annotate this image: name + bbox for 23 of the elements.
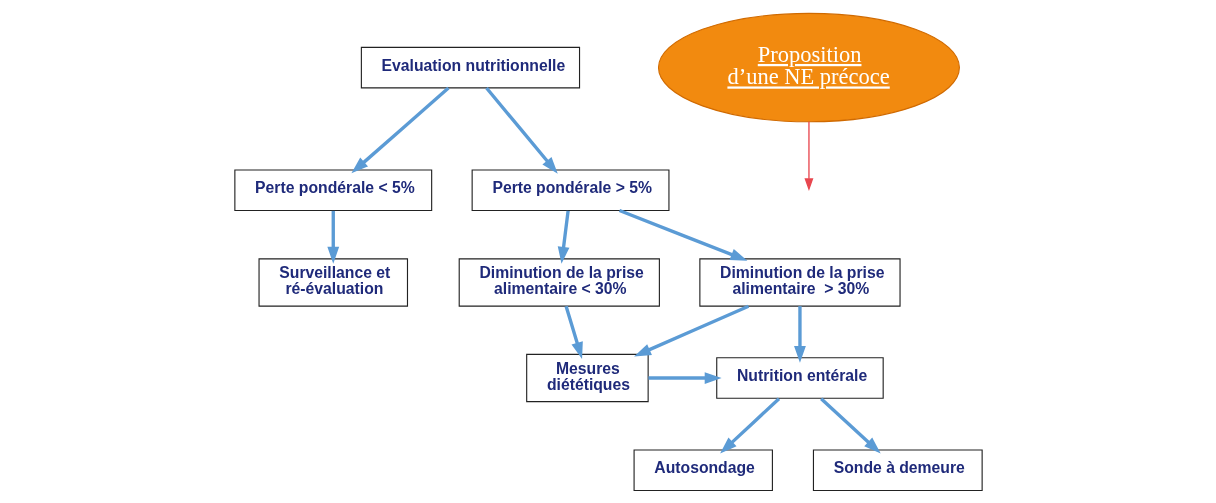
arrow: [350, 86, 450, 173]
arrow: [719, 396, 780, 453]
node-ellipse: Proposition d’une NE précoce: [657, 12, 960, 122]
node-box: Mesures diététiques: [525, 353, 649, 402]
arrow: [557, 210, 570, 264]
node-box: Surveillance et ré-évaluation: [258, 257, 408, 307]
node-box: Evaluation nutritionnelle: [360, 46, 580, 88]
node-box: Nutrition entérale: [715, 356, 884, 399]
node-box: Autosondage: [633, 448, 773, 491]
node-box: Perte pondérale > 5%: [471, 168, 669, 211]
node-box: Diminution de la prise alimentaire > 30%: [698, 257, 901, 307]
arrow: [647, 371, 722, 384]
node-box: Sonde à demeure: [812, 448, 983, 491]
arrow: [793, 305, 806, 363]
node-box: Diminution de la prise alimentaire < 30%: [458, 257, 660, 307]
arrow: [803, 120, 813, 191]
node-box: Perte pondérale < 5%: [233, 168, 432, 211]
arrow: [484, 86, 558, 174]
arrow: [326, 210, 339, 264]
arrow: [819, 396, 881, 453]
arrow: [618, 208, 747, 261]
arrow: [564, 305, 583, 359]
arrow: [633, 304, 749, 356]
